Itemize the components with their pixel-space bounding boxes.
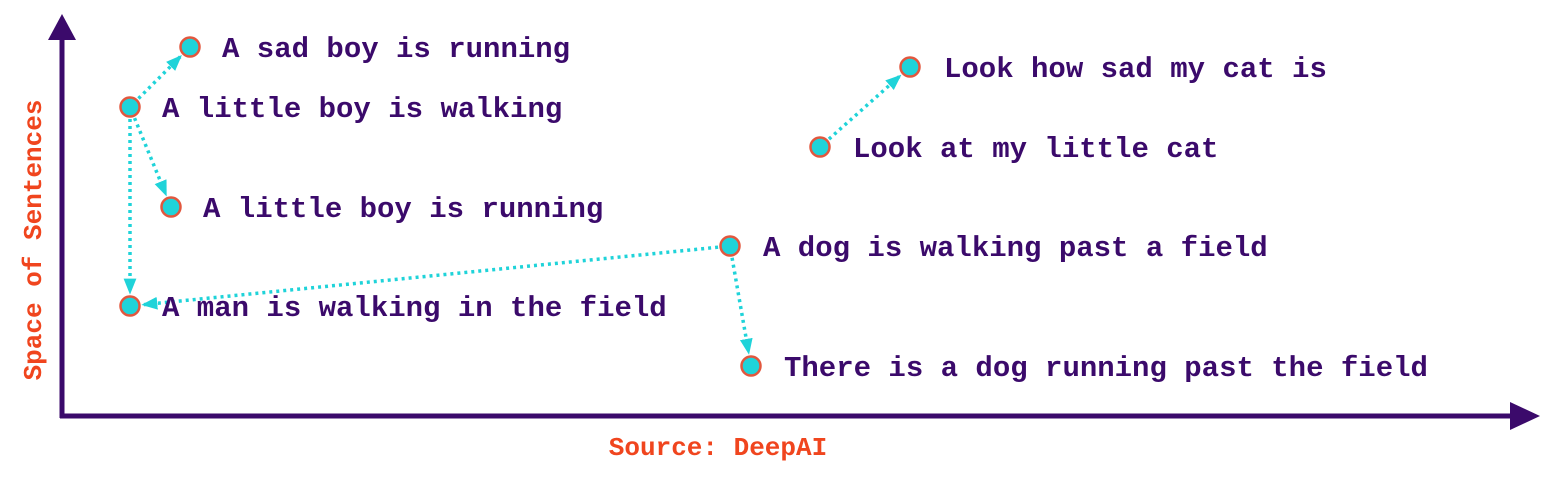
relation-arrow-little-boy-walking-to-sad-boy-running (137, 54, 183, 100)
relation-arrow-dog-walking-field-to-dog-running-field (730, 257, 753, 355)
sentence-node-man-walking-field: A man is walking in the field (119, 292, 667, 325)
node-dot (119, 295, 141, 317)
sentence-node-dog-walking-field: A dog is walking past a field (719, 232, 1268, 265)
sentence-node-look-sad-cat: Look how sad my cat is (899, 53, 1327, 86)
node-label: A little boy is running (203, 193, 603, 226)
sentence-node-sad-boy-running: A sad boy is running (179, 33, 570, 66)
node-label: There is a dog running past the field (784, 352, 1428, 385)
x-axis-label: Source: DeepAI (609, 433, 827, 463)
axes (48, 14, 1540, 430)
node-dot (809, 136, 831, 158)
node-label: A sad boy is running (222, 33, 570, 66)
sentence-node-look-little-cat: Look at my little cat (809, 133, 1218, 166)
relation-arrow-dog-walking-field-to-man-walking-field (141, 245, 719, 310)
y-axis-arrowhead (48, 14, 76, 40)
relation-arrow-little-boy-walking-to-little-boy-running (132, 117, 168, 197)
node-dot (160, 196, 182, 218)
sentence-nodes: A sad boy is running A little boy is wal… (119, 33, 1428, 385)
relation-arrows (123, 54, 902, 355)
node-dot (119, 96, 141, 118)
node-dot (740, 355, 762, 377)
sentence-node-dog-running-field: There is a dog running past the field (740, 352, 1428, 385)
x-axis-arrowhead (1510, 402, 1540, 430)
node-dot (899, 56, 921, 78)
y-axis-label: Space of Sentences (19, 100, 49, 381)
node-dot (179, 36, 201, 58)
node-label: A little boy is walking (162, 93, 562, 126)
sentence-node-little-boy-running: A little boy is running (160, 193, 603, 226)
node-label: A dog is walking past a field (763, 232, 1268, 265)
node-label: Look at my little cat (853, 133, 1218, 166)
sentence-node-little-boy-walking: A little boy is walking (119, 93, 562, 126)
node-label: Look how sad my cat is (944, 53, 1327, 86)
node-dot (719, 235, 741, 257)
node-label: A man is walking in the field (162, 292, 667, 325)
relation-arrow-look-little-cat-to-look-sad-cat (827, 74, 902, 141)
